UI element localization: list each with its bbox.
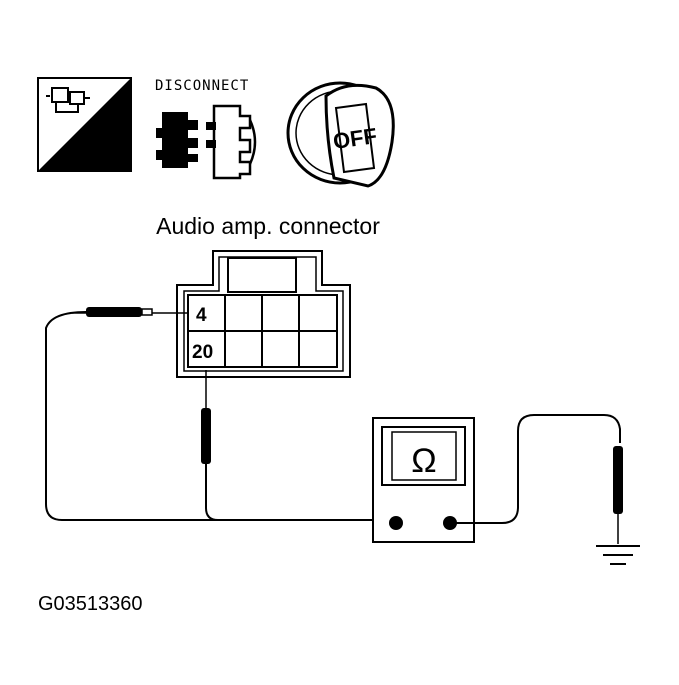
probe-pin-20 xyxy=(201,370,396,521)
disconnect-label: DISCONNECT xyxy=(155,78,249,94)
ohmmeter: Ω xyxy=(372,417,475,543)
audio-amp-connector: 4 20 xyxy=(176,250,351,378)
probe-pin-4 xyxy=(45,307,388,521)
ignition-off-icon: OFF xyxy=(286,81,395,188)
ignition-label: OFF xyxy=(331,123,378,154)
connector-title: Audio amp. connector xyxy=(156,213,380,239)
disconnect-icon: DISCONNECT xyxy=(155,78,257,180)
meter-terminal-com xyxy=(389,516,403,530)
probe-ground xyxy=(450,414,640,565)
hs-icon: H.S. xyxy=(37,77,132,172)
pin-20-label: 20 xyxy=(192,342,213,363)
hs-label: H.S. xyxy=(76,145,115,167)
pin-4-label: 4 xyxy=(196,305,207,326)
ground-icon xyxy=(596,545,640,565)
figure-id: G03513360 xyxy=(38,593,143,615)
ohm-symbol: Ω xyxy=(411,442,436,480)
